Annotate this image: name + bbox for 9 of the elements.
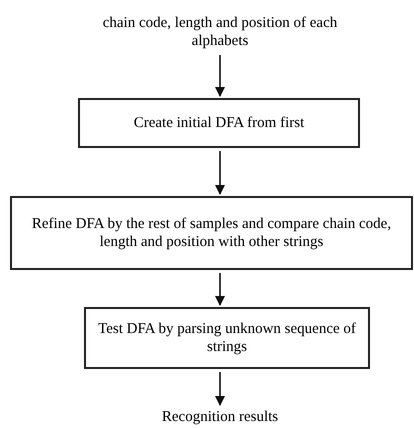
process-box: Test DFA by parsing unknown sequence of strings xyxy=(84,307,370,369)
arrow xyxy=(215,273,225,306)
arrow xyxy=(215,372,225,406)
flow-text: chain code, length and position of each alphabets xyxy=(90,12,350,52)
process-box: Refine DFA by the rest of samples and compare chain code, length and position with other strings xyxy=(10,196,413,270)
flow-text: Recognition results xyxy=(120,407,320,427)
arrow xyxy=(215,55,225,97)
arrow xyxy=(215,151,225,195)
process-box: Create initial DFA from first xyxy=(78,98,360,148)
